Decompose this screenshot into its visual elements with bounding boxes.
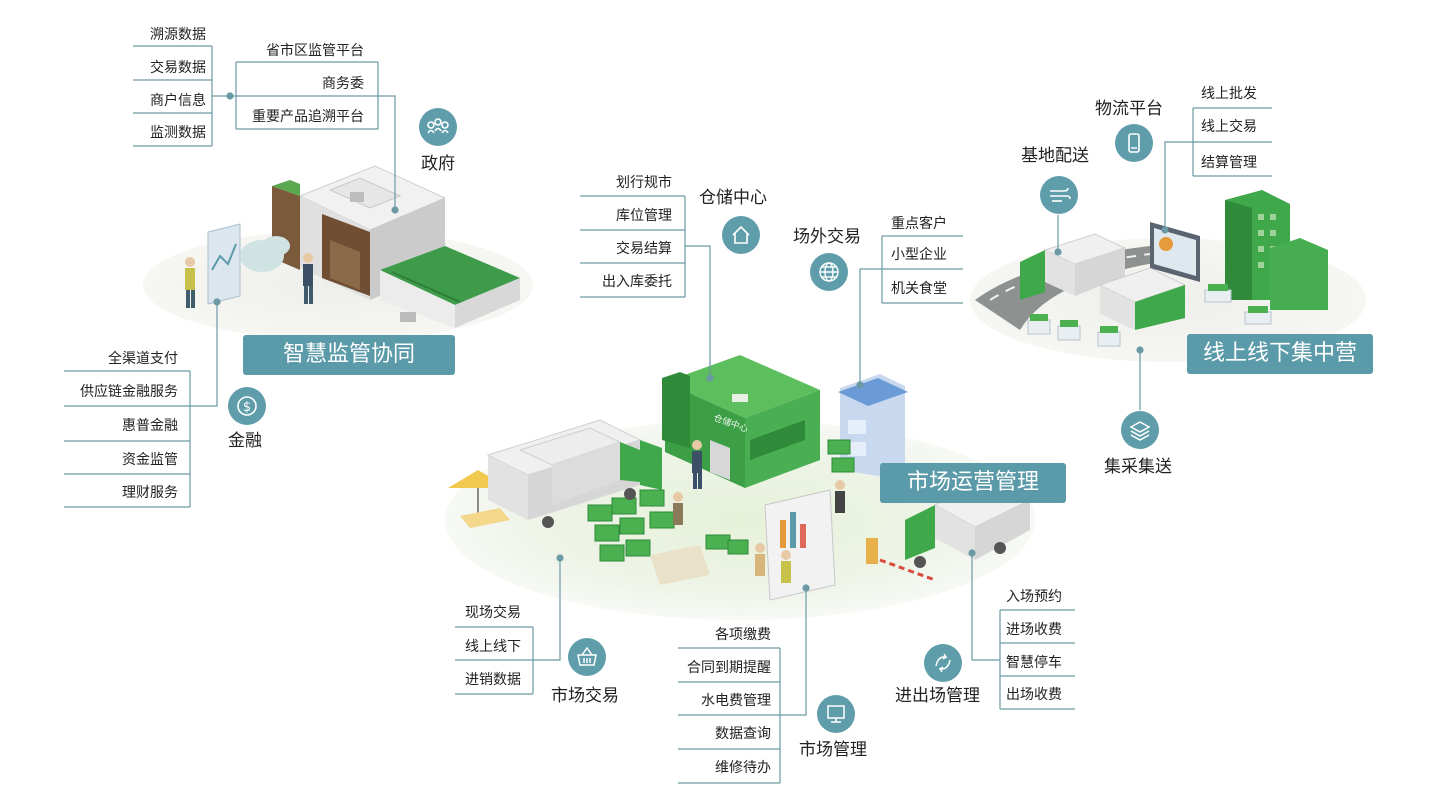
entry-exit-item: 入场预约	[1006, 589, 1062, 605]
finance-item: 资金监管	[122, 452, 178, 468]
entry-exit-item: 进场收费	[1006, 622, 1062, 638]
logistics-item: 线上批发	[1201, 86, 1257, 102]
base-delivery-title: 基地配送	[1021, 146, 1089, 166]
home-icon	[722, 216, 760, 254]
basket-icon	[568, 638, 606, 676]
gov-data-item: 商户信息	[150, 93, 206, 109]
layers-icon	[1121, 411, 1159, 449]
gov-data-item: 监测数据	[150, 125, 206, 141]
phone-icon	[1115, 124, 1153, 162]
finance-item: 全渠道支付	[108, 351, 178, 367]
offsite-item: 重点客户	[891, 216, 947, 232]
market-trade-item: 现场交易	[465, 605, 521, 621]
globe-icon	[810, 253, 848, 291]
market-trade-item: 进销数据	[465, 672, 521, 688]
market-trade-title: 市场交易	[551, 686, 619, 706]
gov-platform-item: 重要产品追溯平台	[252, 109, 364, 125]
logistics-item: 结算管理	[1201, 155, 1257, 171]
gov-platform-item: 商务委	[322, 76, 364, 92]
government-building	[185, 165, 520, 328]
warehouse-item: 出入库委托	[602, 274, 672, 290]
market-mgmt-item: 各项缴费	[715, 627, 771, 643]
market-mgmt-title: 市场管理	[799, 740, 867, 760]
finance-item: 理财服务	[122, 485, 178, 501]
logistics-title: 物流平台	[1095, 99, 1163, 119]
logistics-item: 线上交易	[1201, 119, 1257, 135]
market-mgmt-item: 水电费管理	[701, 693, 771, 709]
warehouse-building	[448, 355, 1032, 601]
warehouse-item: 划行规市	[616, 175, 672, 191]
svg-text:$: $	[243, 400, 251, 415]
monitor-icon	[817, 695, 855, 733]
finance-item: 供应链金融服务	[80, 384, 178, 400]
offsite-item: 小型企业	[891, 247, 947, 263]
badge-online-offline: 线上线下集中营	[1187, 334, 1373, 374]
warehouse-item: 交易结算	[616, 241, 672, 257]
right-scene	[1020, 190, 1328, 347]
connector-lines	[64, 45, 1272, 784]
badge-smart-supervision: 智慧监管协同	[243, 335, 455, 375]
offsite-title: 场外交易	[793, 227, 861, 247]
gov-data-item: 溯源数据	[150, 27, 206, 43]
market-mgmt-item: 维修待办	[715, 760, 771, 776]
truck-left	[486, 419, 662, 528]
wind-icon	[1040, 176, 1078, 214]
market-mgmt-item: 数据查询	[715, 726, 771, 742]
gov-data-item: 交易数据	[150, 60, 206, 76]
entry-exit-title: 进出场管理	[895, 686, 980, 706]
people-icon	[419, 108, 457, 146]
entry-exit-item: 智慧停车	[1006, 655, 1062, 671]
warehouse-item: 库位管理	[616, 208, 672, 224]
dollar-icon: $	[228, 387, 266, 425]
purchase-title: 集采集送	[1104, 457, 1172, 477]
arrows-icon	[924, 644, 962, 682]
market-trade-item: 线上线下	[465, 639, 521, 655]
finance-item: 惠普金融	[122, 418, 178, 434]
finance-title: 金融	[228, 431, 262, 451]
gov-platform-item: 省市区监管平台	[266, 43, 364, 59]
entry-exit-item: 出场收费	[1006, 687, 1062, 703]
offsite-item: 机关食堂	[891, 281, 947, 297]
badge-market-ops: 市场运营管理	[880, 463, 1066, 503]
market-mgmt-item: 合同到期提醒	[687, 660, 771, 676]
government-title: 政府	[421, 154, 455, 174]
warehouse-title: 仓储中心	[699, 188, 767, 208]
